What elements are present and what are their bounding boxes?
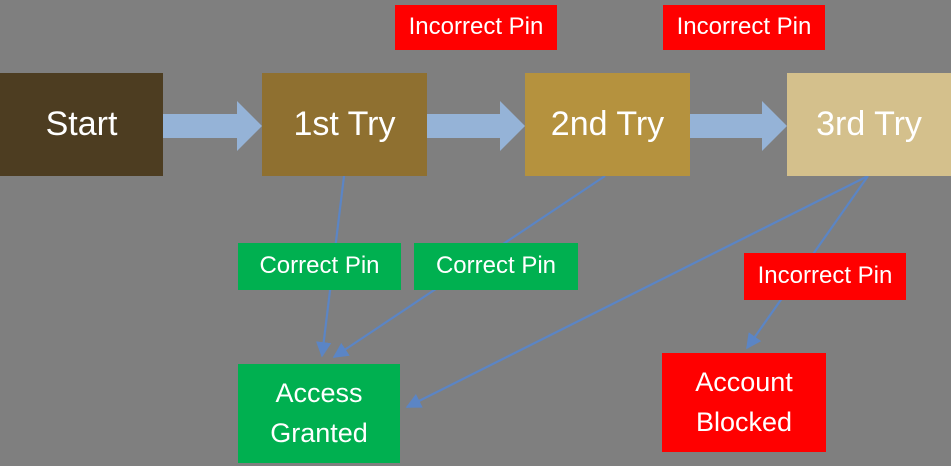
node-account-blocked-line2: Blocked — [695, 406, 793, 437]
node-start: Start — [0, 73, 163, 176]
node-start-label: Start — [45, 104, 118, 143]
edge-label-incorrect-pin-1-text: Incorrect Pin — [408, 13, 544, 41]
node-access-granted: Access Granted — [238, 364, 400, 463]
edge-label-incorrect-pin-3: Incorrect Pin — [744, 253, 906, 300]
edge-label-correct-pin-2: Correct Pin — [414, 243, 578, 290]
node-third-try: 3rd Try — [787, 73, 951, 176]
node-account-blocked: Account Blocked — [662, 353, 826, 452]
edge-label-incorrect-pin-2-text: Incorrect Pin — [676, 13, 812, 41]
edge-label-correct-pin-2-text: Correct Pin — [435, 252, 557, 280]
node-first-try: 1st Try — [262, 73, 427, 176]
edge-label-incorrect-pin-2: Incorrect Pin — [663, 5, 825, 50]
edge-label-incorrect-pin-1: Incorrect Pin — [395, 5, 557, 50]
edge-label-incorrect-pin-3-text: Incorrect Pin — [757, 262, 893, 290]
node-account-blocked-line1: Account — [695, 367, 793, 398]
node-second-try: 2nd Try — [525, 73, 690, 176]
block-arrow-try1-to-try2 — [427, 101, 525, 151]
edge-label-correct-pin-1-text: Correct Pin — [259, 252, 380, 280]
node-third-try-label: 3rd Try — [816, 104, 922, 143]
block-arrow-try2-to-try3 — [690, 101, 787, 151]
block-arrow-start-to-try1 — [163, 101, 262, 151]
node-first-try-label: 1st Try — [293, 104, 396, 143]
node-access-granted-line1: Access — [275, 378, 363, 409]
node-access-granted-line2: Granted — [270, 417, 368, 448]
connector-try3-to-access-granted — [405, 175, 869, 408]
node-second-try-label: 2nd Try — [550, 104, 665, 143]
edge-label-correct-pin-1: Correct Pin — [238, 243, 401, 290]
